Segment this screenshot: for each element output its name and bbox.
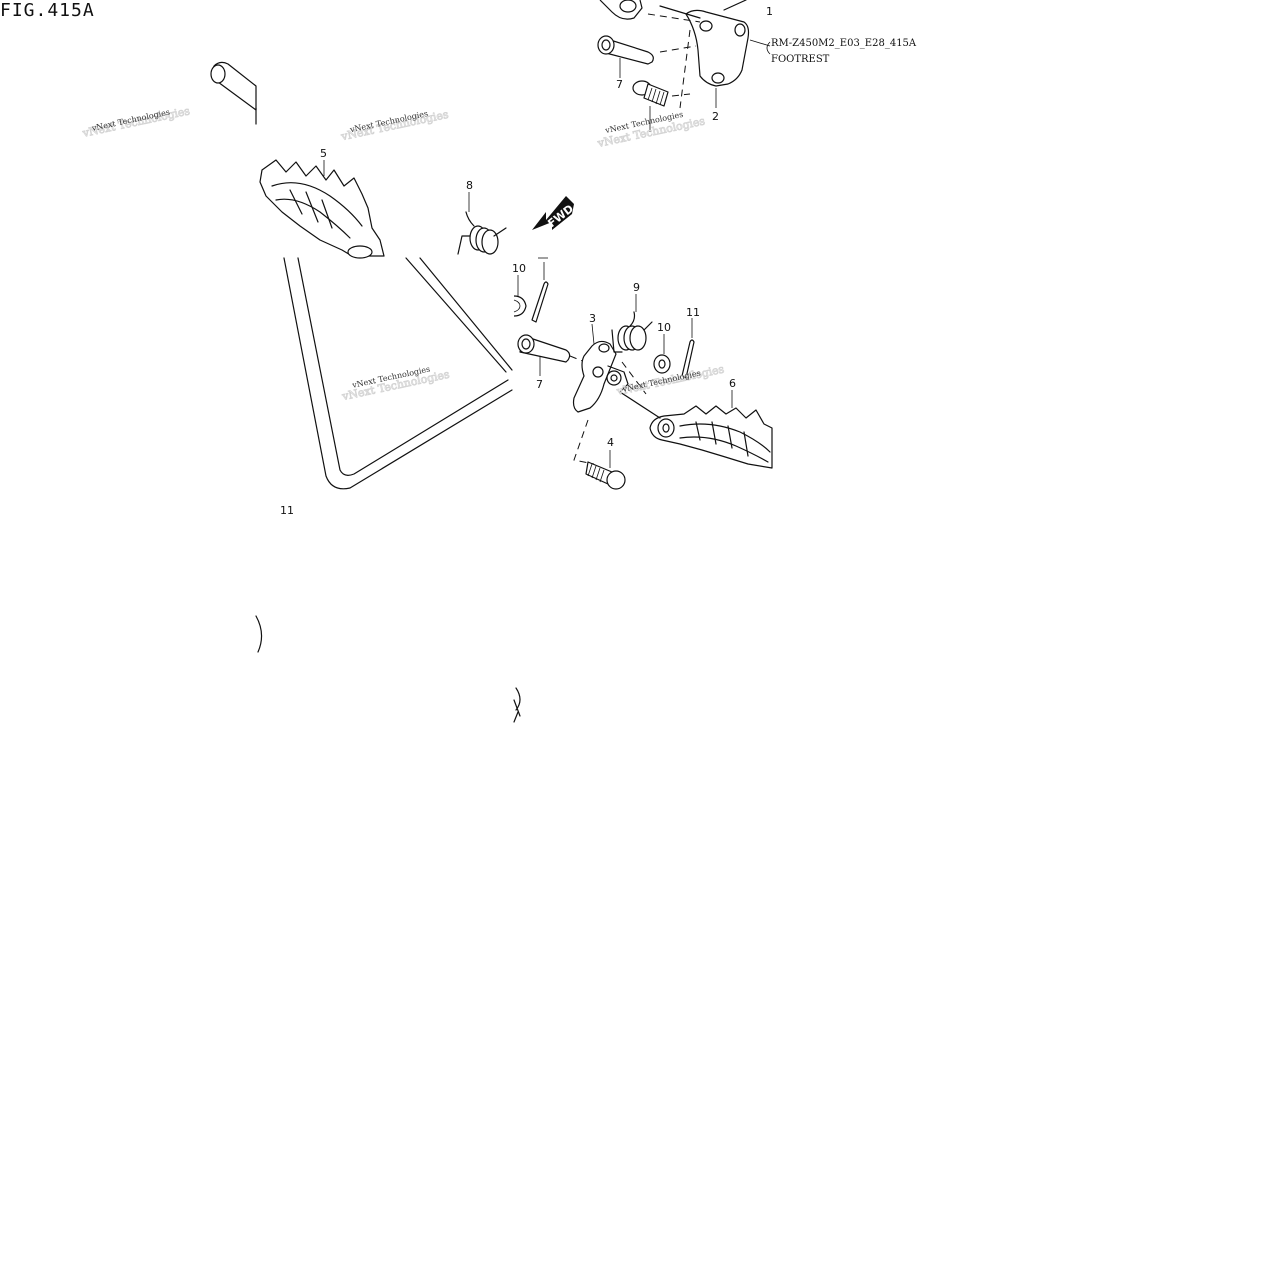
triangle-inner: [297, 257, 513, 476]
callout-7-upper: 7: [616, 78, 623, 91]
footpeg-5-teeth: [289, 189, 333, 229]
cotter-pin-11-upper: [531, 281, 549, 323]
code-leader-line: [749, 39, 771, 47]
footpeg-6-inner-1: [679, 423, 771, 453]
spring-8-coil-c: [481, 229, 499, 255]
bracket-hole-right: [734, 23, 746, 37]
spring-8-leg-right: [493, 227, 507, 237]
watermark-1: vNext Technologies vNext Technologies: [80, 104, 192, 141]
callout-11-lower: 11: [280, 504, 294, 517]
assembly-line-pin: [659, 45, 697, 53]
bracket-3-pivot-hole: [610, 374, 618, 382]
bracket-3-hole-top: [598, 343, 610, 353]
bracket-hole-upper: [699, 20, 713, 32]
watermark-5: vNext Technologies vNext Technologies: [614, 362, 726, 399]
triangle-outer: [283, 257, 513, 490]
assembly-line-vertical: [679, 29, 691, 109]
top-bracket-assembly: [597, 0, 771, 132]
figure-meta: RM-Z450M2_E03_E28_415A FOOTREST: [771, 36, 916, 68]
spring-8-leg: [465, 211, 475, 227]
assembly-line-bolt: [671, 93, 691, 97]
top-boss: [619, 0, 637, 13]
left-footpeg-assembly: [210, 61, 385, 259]
assembly-line-bolt-4: [573, 419, 595, 465]
bracket-3-flange: [607, 365, 629, 393]
callout-1: 1: [766, 5, 773, 18]
assembly-line-top: [647, 13, 701, 23]
cotter-pin-11-right: [681, 339, 695, 379]
figure-title: FIG.415A: [0, 0, 95, 21]
assembly-line-spring: [621, 361, 647, 395]
callout-11-right: 11: [686, 306, 700, 319]
footpeg-5-inner-2: [275, 198, 351, 239]
callout-6: 6: [729, 377, 736, 390]
callout-10-right: 10: [657, 321, 671, 334]
footpeg-5-inner-1: [271, 182, 363, 227]
callout-3: 3: [589, 312, 596, 325]
footpeg-6: [649, 405, 773, 469]
frame-tube-end: [210, 64, 226, 84]
footpeg-bracket-3: [572, 340, 617, 413]
lower-footpeg-assembly: [513, 257, 773, 490]
washer-10-left-hole: [513, 299, 521, 313]
spring-9-leg-right: [643, 321, 653, 331]
bolt-4-thread: [587, 463, 605, 483]
bracket-hole-lower: [711, 72, 725, 84]
leader-3: [591, 323, 595, 345]
bracket-link-line: [659, 5, 701, 19]
spring-8: [457, 192, 507, 255]
fwd-arrow-shape: [532, 196, 574, 230]
callout-2: 2: [712, 110, 719, 123]
fragment-clip-bottom: [513, 687, 521, 723]
code-bracket-mark: [766, 41, 771, 55]
footpeg-5: [259, 159, 385, 257]
spring-9-leg: [629, 311, 636, 327]
callout-4: 4: [607, 436, 614, 449]
pivot-pin-lower-face: [521, 338, 531, 350]
bolt-4-head: [606, 470, 626, 490]
triangle-frame: [283, 257, 513, 490]
spring-9-leg-left: [611, 329, 623, 353]
bolt-upper-shank: [643, 83, 669, 107]
pivot-pin-upper: [601, 37, 654, 65]
washer-10-right-hole: [658, 359, 666, 369]
assembly-line-footpeg: [619, 391, 661, 419]
spring-8-leg-left: [457, 235, 471, 255]
arc-fragment-left: [255, 615, 263, 653]
footpeg-6-teeth: [695, 421, 749, 457]
callout-9: 9: [633, 281, 640, 294]
watermark-4: vNext Technologies vNext Technologies: [340, 365, 452, 404]
triangle-outer-right: [405, 257, 507, 373]
bracket-3-hole-mid: [592, 366, 604, 378]
callout-5: 5: [320, 147, 327, 160]
footpeg-6-pivot-hole: [662, 423, 670, 433]
footpeg-5-pivot: [347, 245, 373, 259]
footpeg-6-inner-2: [679, 436, 769, 463]
callout-10-left: 10: [512, 262, 526, 275]
figure-code: RM-Z450M2_E03_E28_415A: [771, 38, 917, 49]
figure-name: FOOTREST: [771, 54, 830, 65]
pivot-pin-upper-face: [601, 39, 611, 51]
callout-8: 8: [466, 179, 473, 192]
spring-9-coil-c: [629, 325, 647, 351]
watermark-2: vNext Technologies vNext Technologies: [339, 107, 451, 144]
bolt-upper-thread: [647, 87, 665, 106]
callout-7-lower: 7: [536, 378, 543, 391]
fwd-arrow: FWD: [532, 196, 576, 230]
bracket-edge: [723, 0, 747, 11]
